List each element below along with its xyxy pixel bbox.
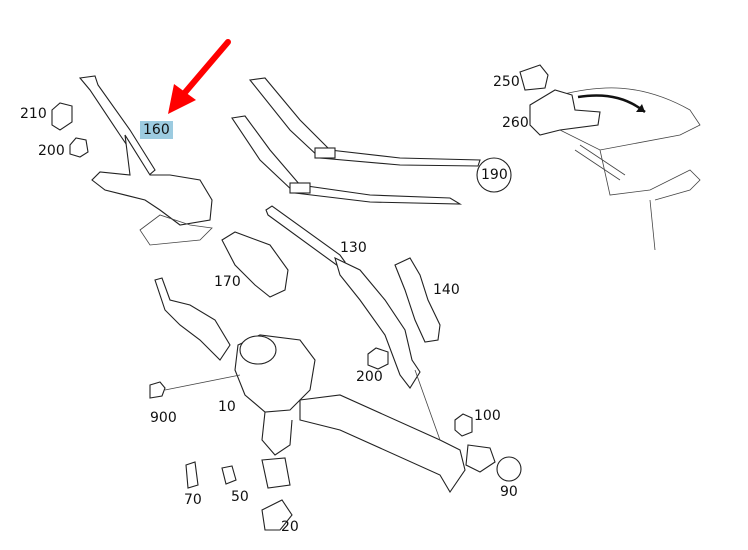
- part-90-shape[interactable]: [496, 456, 522, 482]
- part-200b-shape[interactable]: [367, 347, 389, 370]
- label-10[interactable]: 10: [218, 399, 236, 415]
- direction-arrow: [577, 94, 646, 113]
- part-190-circle: [476, 157, 512, 193]
- label-20[interactable]: 20: [281, 519, 299, 535]
- part-160-shape[interactable]: [78, 75, 213, 246]
- part-70-shape[interactable]: [185, 461, 199, 489]
- part-100-shape[interactable]: [454, 413, 473, 437]
- part-190-shape[interactable]: [231, 77, 481, 205]
- part-10-shape[interactable]: [154, 277, 466, 494]
- part-250-shape[interactable]: [519, 64, 549, 91]
- part-20-shape[interactable]: [261, 499, 293, 531]
- red-pointer-arrow-icon: [168, 39, 231, 114]
- label-200-lower[interactable]: 200: [356, 369, 383, 385]
- label-90[interactable]: 90: [500, 484, 518, 500]
- label-260[interactable]: 260: [502, 115, 529, 131]
- label-70[interactable]: 70: [184, 492, 202, 508]
- label-160-selected[interactable]: 160: [140, 121, 173, 139]
- part-130-shape[interactable]: [265, 205, 421, 389]
- label-50[interactable]: 50: [231, 489, 249, 505]
- part-200-shape[interactable]: [69, 137, 89, 158]
- part-260-shape[interactable]: [529, 89, 601, 136]
- label-140[interactable]: 140: [433, 282, 460, 298]
- label-250[interactable]: 250: [493, 74, 520, 90]
- label-200[interactable]: 200: [38, 143, 65, 159]
- label-210[interactable]: 210: [20, 106, 47, 122]
- part-900-shape[interactable]: [149, 381, 166, 399]
- part-210-shape[interactable]: [51, 102, 73, 131]
- label-170[interactable]: 170: [214, 274, 241, 290]
- part-170-shape[interactable]: [221, 231, 289, 298]
- label-190[interactable]: 190: [481, 167, 508, 183]
- label-900[interactable]: 900: [150, 410, 177, 426]
- part-140-shape[interactable]: [394, 257, 441, 343]
- label-100[interactable]: 100: [474, 408, 501, 424]
- part-50-shape[interactable]: [221, 465, 237, 485]
- label-130[interactable]: 130: [340, 240, 367, 256]
- car-outline: [559, 87, 701, 251]
